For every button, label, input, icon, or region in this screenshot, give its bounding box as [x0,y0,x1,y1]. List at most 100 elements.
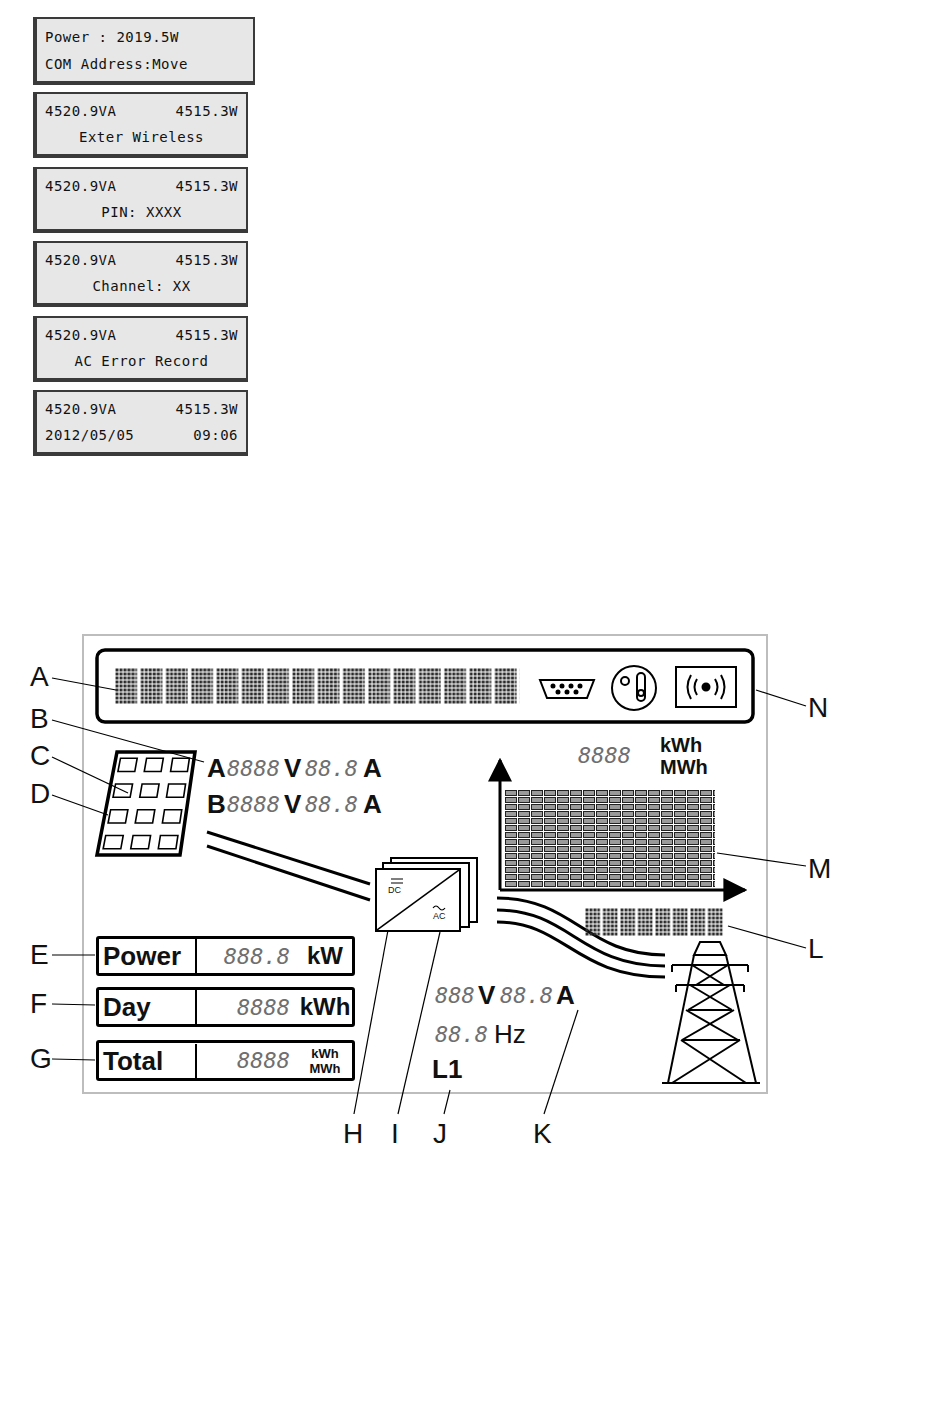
unit-text: Hz [494,1021,526,1047]
panel-cell [158,835,178,848]
serial-port-icon-part [579,685,582,688]
power-display: Power888.8kW [96,936,355,976]
grid-tower-part [672,965,748,985]
screen-text: 4515.3W [175,178,238,194]
screen-line: AC Error Record [45,353,238,369]
ac-text: AC [433,912,446,921]
serial-port-icon-part [570,685,573,688]
leader-lines-part [52,720,204,762]
grid-tower-part [726,955,756,1083]
screen-text: 4515.3W [175,103,238,119]
screen-line: 2012/05/0509:06 [45,427,238,443]
screen-text: Power : 2019.5W [45,29,179,45]
screen-text: 4520.9VA [45,103,116,119]
screen-text: 2012/05/05 [45,427,134,443]
top-bar-part [97,650,753,722]
lcd-screen: 4520.9VA 4515.3W PIN: XXXX [33,167,248,233]
panel-cell [171,758,190,771]
screen-text: PIN: XXXX [101,204,181,220]
unit-text: MWh [660,757,708,777]
leader-lines-part [717,853,806,866]
screen-text: 4520.9VA [45,178,116,194]
wireless-icon-part [695,679,698,695]
unit-text: kWh [311,1046,338,1061]
panel-cell [166,784,185,797]
callout-letter: C [30,742,50,770]
segment-digits: 888.8 [197,944,298,969]
inverter-box: DC AC [375,868,461,932]
energy-graph-part [500,889,745,892]
callout-letter: A [30,663,49,691]
segment-digits: 88.8 [305,758,358,780]
serial-port-icon-part [575,691,578,694]
serial-port-icon-part [566,691,569,694]
callout-letter: B [30,705,49,733]
callout-letter: E [30,941,49,969]
panel-cell [135,810,155,823]
grid-tower-part [692,965,728,985]
leader-lines-part [52,795,108,815]
grid-tower-part [682,1010,738,1040]
leader-lines-part [444,1090,450,1114]
screen-text: Exter Wireless [79,129,204,145]
top-bar-part [115,668,520,704]
screen-line: 4520.9VA 4515.3W [45,252,238,268]
meter-icon-part [638,690,644,696]
grid-tower [662,942,760,1083]
lcd-screen: 4520.9VA 4515.3W Exter Wireless [33,92,248,158]
leader-lines-part [52,1059,95,1060]
callout-letter: H [343,1120,363,1148]
dc-wires-part [207,846,370,900]
unit-text: kWh [300,993,351,1021]
unit-text: kWh [660,735,702,755]
screen-text: 4520.9VA [45,327,116,343]
inverter-symbol [377,870,459,930]
top-bar [97,650,753,722]
callout-letter: G [30,1045,52,1073]
screen-text: 4520.9VA [45,252,116,268]
panel-cell [140,784,159,797]
callout-letter: J [433,1120,447,1148]
meter-label: Total [99,1044,197,1078]
wireless-icon-part [688,675,692,699]
screen-line: 4520.9VA 4515.3W [45,178,238,194]
grid-tower-part [672,965,748,992]
grid-tower-part [688,985,732,1010]
segment-digits: 88.8 [435,1024,488,1046]
lcd-screen: 4520.9VA4515.3WAC Error Record [33,316,248,382]
meter-icon-part [637,673,645,701]
panel-cell [108,810,128,823]
segment-digits: 8888 [227,794,280,816]
dc-symbol [391,879,403,883]
dc-text: DC [388,886,401,895]
segment-digits: 8888 [197,995,298,1020]
total-energy-display: Total8888kWhMWh [96,1040,355,1081]
solar-panel-part [97,752,195,855]
screen-text: 4520.9VA [45,401,116,417]
unit-text: V [284,755,301,781]
leader-lines-part [52,1004,95,1005]
lcd-frame-part [83,635,767,1093]
energy-graph-part [499,760,502,890]
serial-port-icon-part [561,685,564,688]
dc-wires [207,832,370,900]
unit-text: V [284,791,301,817]
meter-icon [612,666,656,710]
serial-port-icon [540,680,594,698]
screen-text: 4515.3W [175,252,238,268]
callout-letter: K [533,1120,552,1148]
inverter-diagonal [377,870,459,930]
unit-cell: kWhMWh [298,1046,352,1076]
screen-line: Exter Wireless [45,129,238,145]
unit-text: MWh [309,1061,340,1076]
segment-digits: 8888 [578,745,631,767]
meter-icon-part [621,677,629,685]
screen-text: 4515.3W [175,401,238,417]
meter-label: Power [99,939,197,973]
wireless-icon-part [676,667,736,707]
lcd-screen: Power : 2019.5WCOM Address:Move [33,17,255,85]
callout-letter: L [808,935,824,963]
serial-port-icon-part [557,691,560,694]
panel-cell [144,758,163,771]
callout-letter: N [808,694,828,722]
